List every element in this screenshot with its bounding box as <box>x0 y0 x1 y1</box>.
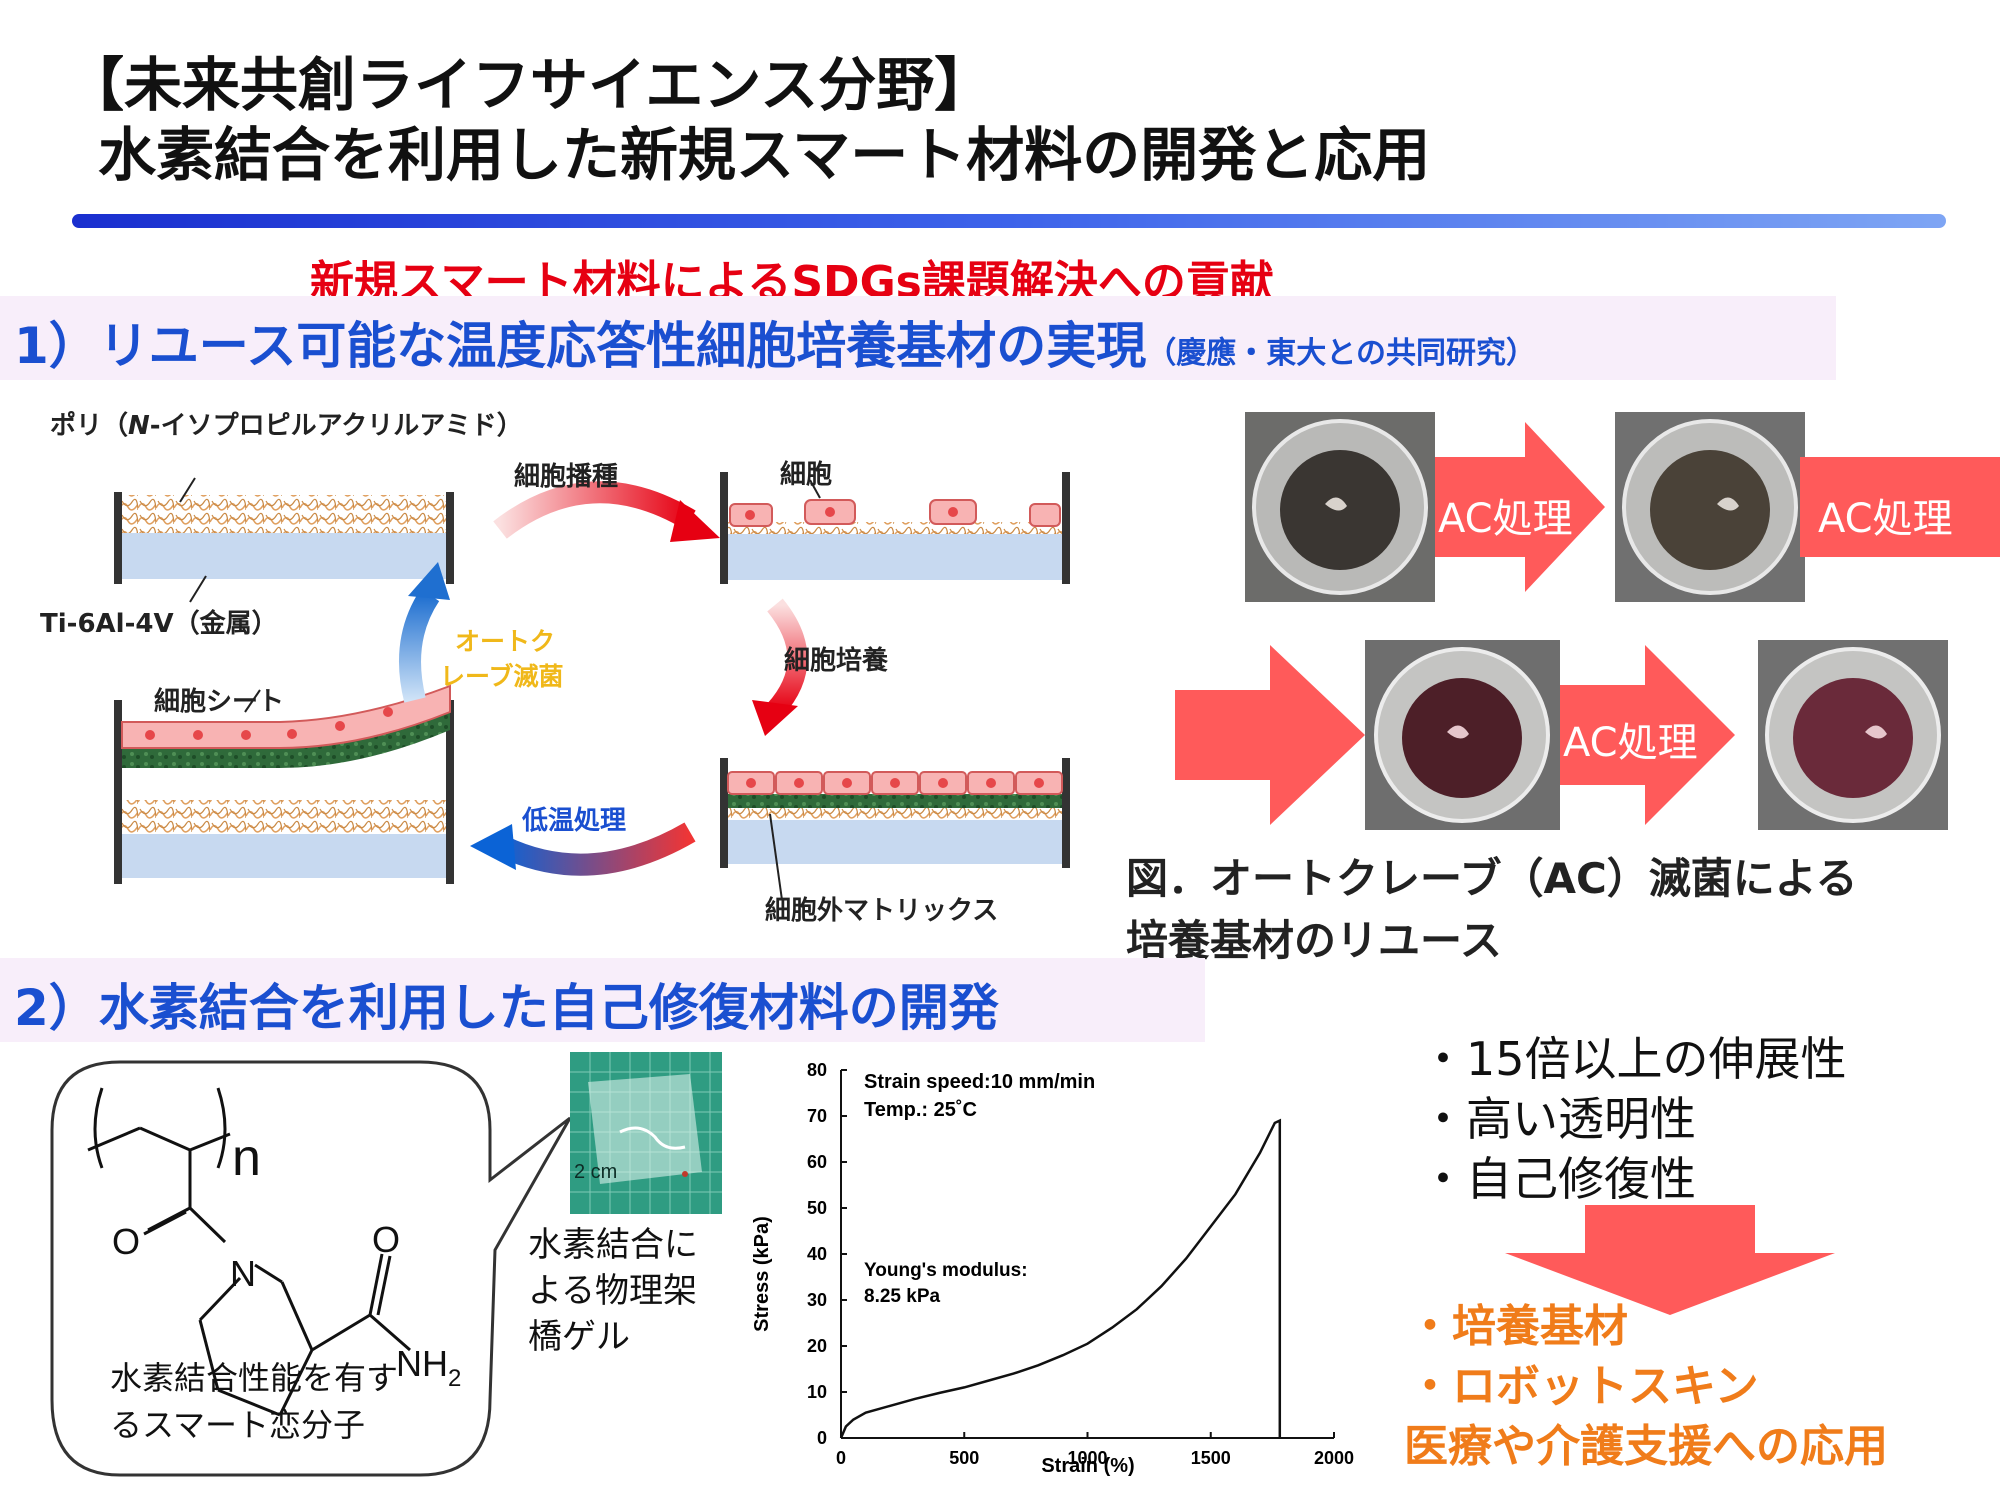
y-tick-label: 0 <box>817 1428 827 1448</box>
y-tick-label: 70 <box>807 1106 827 1126</box>
repeat-n: n <box>232 1129 261 1187</box>
figure-caption-line1: 図．オートクレーブ（AC）滅菌による <box>1126 854 1858 903</box>
section1-title: 1）リユース可能な温度応答性細胞培養基材の実現 <box>14 317 1147 375</box>
cell-label: 細胞 <box>780 460 833 490</box>
feature-stretch: ・15倍以上の伸展性 <box>1420 1032 1847 1086</box>
ac-arrow-3 <box>1560 645 1735 825</box>
annotation-strain-speed: Strain speed:10 mm/min <box>864 1071 1095 1093</box>
x-tick-label: 0 <box>836 1448 846 1468</box>
stress-strain-series <box>839 1118 1282 1439</box>
nh-text: NH <box>396 1343 448 1384</box>
y-axis-label: Stress (kPa) <box>751 1216 773 1332</box>
culture-arrow-head <box>752 700 798 736</box>
feature-self-healing: ・自己修復性 <box>1420 1152 1696 1206</box>
x-axis-label: Strain (%) <box>1041 1455 1134 1477</box>
annotation-modulus-value: 8.25 kPa <box>864 1286 940 1307</box>
y-tick-label: 80 <box>807 1060 827 1080</box>
down-arrow <box>1505 1205 1835 1315</box>
seeding-label: 細胞播種 <box>514 462 619 492</box>
subscript-2: 2 <box>448 1365 461 1392</box>
bubble-text-line2: るスマート恋分子 <box>110 1406 366 1444</box>
polymer-structure <box>87 1087 411 1417</box>
atom-o1: O <box>112 1221 140 1262</box>
autoclave-photo-row1 <box>1245 412 2000 602</box>
atom-n: N <box>230 1253 256 1294</box>
y-tick-label: 40 <box>807 1244 827 1264</box>
ac-arrow-2 <box>1800 457 2000 557</box>
section1-heading: 1）リユース可能な温度応答性細胞培養基材の実現（慶應・東大との共同研究） <box>14 306 1536 378</box>
application-robot-skin: ・ロボットスキン <box>1408 1361 1759 1412</box>
autoclave-arrow-head <box>408 562 450 600</box>
y-tick-label: 10 <box>807 1382 827 1402</box>
low-temp-text: 低温処理 <box>522 806 627 836</box>
section2-band <box>0 958 1205 1042</box>
section2-heading: 2）水素結合を利用した自己修復材料の開発 <box>14 979 999 1037</box>
metal-label: Ti-6Al-4V（金属） <box>40 609 278 639</box>
autoclave-label-line2: レーブ滅菌 <box>440 662 564 691</box>
polymer-prefix: ポリ（ <box>50 411 129 441</box>
low-temp-arrow-head <box>470 824 516 870</box>
gel-photo: 2 cm <box>570 1052 722 1214</box>
gel-label-line3: 橋ゲル <box>528 1317 630 1357</box>
x-tick-label: 500 <box>949 1448 979 1468</box>
autoclave-photo-row2 <box>1175 640 1948 830</box>
annotation-temp: Temp.: 25˚C <box>864 1098 977 1121</box>
x-tick-label: 1500 <box>1191 1448 1231 1468</box>
amide-nh2: NH2 <box>396 1343 461 1392</box>
ac-label-1: AC処理 <box>1438 496 1573 542</box>
gel-scale-label: 2 cm <box>574 1161 617 1183</box>
panel-cell-sheet <box>114 684 454 884</box>
molecule-bubble: n O N O NH2 <box>50 1060 572 1477</box>
culture-label: 細胞培養 <box>784 646 889 676</box>
y-tick-label: 50 <box>807 1198 827 1218</box>
ac-label-3: AC処理 <box>1563 720 1698 766</box>
atom-o2: O <box>372 1219 400 1260</box>
low-temp-label: 低温処理 <box>522 800 626 837</box>
y-tick-label: 30 <box>807 1290 827 1310</box>
application-note: 医療や介護支援への応用 <box>1404 1421 1888 1472</box>
panel-substrate <box>114 477 454 603</box>
ac-arrow-1 <box>1435 422 1605 592</box>
title-underline <box>72 214 1946 228</box>
panel-seeded <box>720 472 1070 584</box>
figure-caption-line2: 培養基材のリユース <box>1126 916 1502 965</box>
collab-note: （慶應・東大との共同研究） <box>1146 336 1536 371</box>
annotation-modulus-label: Young's modulus: <box>864 1260 1028 1281</box>
gel-label-line1: 水素結合に <box>528 1225 698 1265</box>
panel-cultured <box>720 758 1070 901</box>
polymer-suffix: -イソプロピルアクリルアミド） <box>149 411 523 441</box>
cell-sheet-label: 細胞シート <box>154 687 285 717</box>
bubble-text-line1: 水素結合性能を有す <box>110 1359 399 1397</box>
section1-band <box>0 296 1836 380</box>
gel-label-line2: よる物理架 <box>528 1271 697 1311</box>
y-tick-label: 60 <box>807 1152 827 1172</box>
polymer-italic: N <box>128 411 150 441</box>
cell-sheet-cycle-diagram <box>114 472 1070 901</box>
page-title-line1: 【未来共創ライフサイエンス分野】 <box>66 51 993 119</box>
stress-strain-chart: 0 500 1000 1500 2000 0 10 20 30 40 50 60 70 80 Strain… <box>751 1060 1354 1477</box>
autoclave-label-line1: オートク <box>455 627 556 656</box>
x-tick-label: 2000 <box>1314 1448 1354 1468</box>
y-tick-label: 20 <box>807 1336 827 1356</box>
seeding-arrow-head <box>670 500 720 542</box>
ecm-label: 細胞外マトリックス <box>765 896 999 926</box>
ac-label-2: AC処理 <box>1818 496 1953 542</box>
page-title-line2: 水素結合を利用した新規スマート材料の開発と応用 <box>98 121 1431 189</box>
incoming-arrow <box>1175 645 1365 825</box>
polymer-label: ポリ（N-イソプロピルアクリルアミド） <box>50 405 523 442</box>
x-tick-label: 1000 <box>1067 1448 1107 1468</box>
application-culture: ・培養基材 <box>1408 1301 1628 1352</box>
feature-transparency: ・高い透明性 <box>1420 1092 1696 1146</box>
